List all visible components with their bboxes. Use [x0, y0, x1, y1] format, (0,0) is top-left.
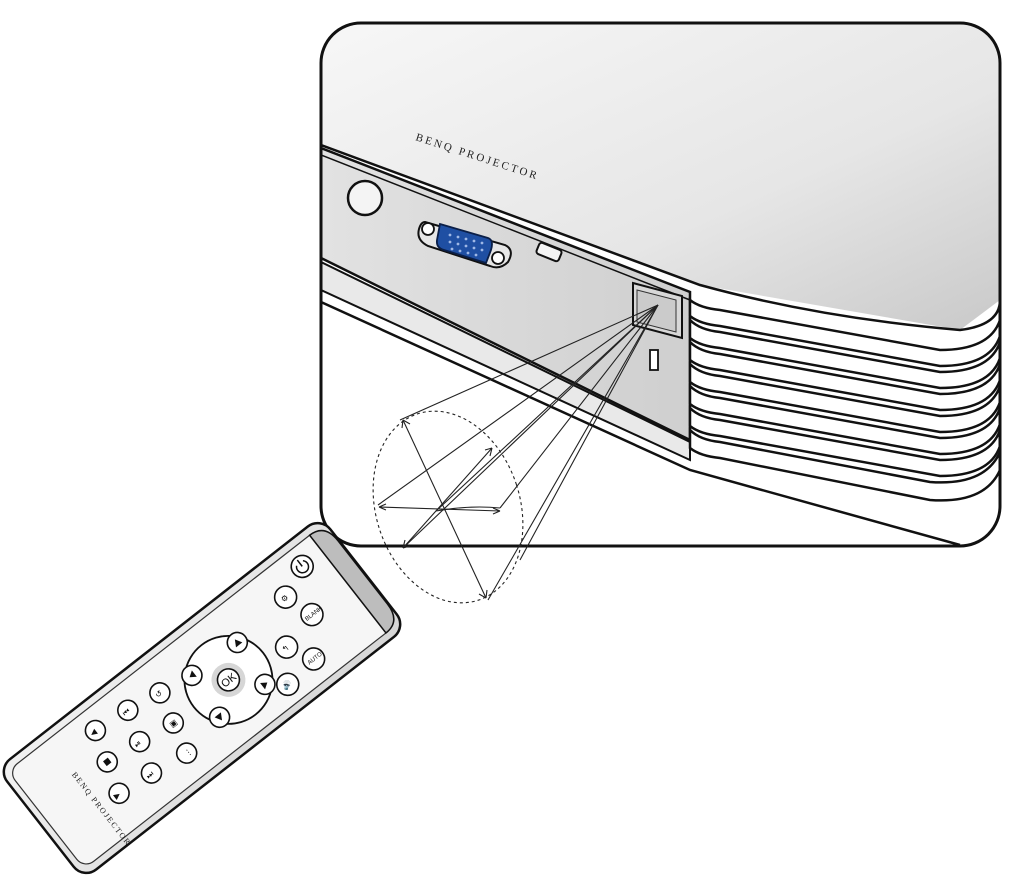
source-button[interactable]: ⚙	[270, 582, 301, 613]
reception-range-ellipse	[372, 410, 524, 604]
projector-top-edge	[321, 143, 1000, 332]
svg-text:↺: ↺	[153, 688, 164, 699]
svg-text:⏮: ⏮	[121, 706, 132, 718]
projector-closeup: BENQ PROJECTOR	[319, 21, 1002, 548]
power-button[interactable]	[287, 551, 318, 582]
nav-left-button[interactable]	[178, 661, 206, 689]
nav-down-button[interactable]	[206, 703, 234, 731]
vent-fins	[688, 297, 1000, 502]
navigation-pad[interactable]: OK	[167, 618, 291, 742]
previous-button[interactable]: ⏮	[114, 696, 142, 724]
stop-button[interactable]	[93, 748, 121, 776]
vga-port-connector	[435, 222, 493, 265]
projector-base-edge	[321, 300, 961, 546]
svg-text:⏯: ⏯	[132, 738, 143, 749]
ok-button[interactable]: OK	[213, 664, 244, 695]
svg-text:⏭: ⏭	[144, 769, 155, 781]
svg-text:▣: ▣	[168, 718, 180, 730]
info-button[interactable]: ▣	[159, 709, 187, 737]
fast-forward-button[interactable]: ▶	[105, 779, 133, 807]
options-button[interactable]: ⋮	[173, 739, 201, 767]
blank-button[interactable]: BLANK	[297, 599, 328, 630]
angle-arrows	[378, 419, 501, 599]
play-pause-button[interactable]: ⏯	[126, 728, 154, 756]
svg-text:🔊: 🔊	[280, 678, 294, 692]
rewind-button[interactable]: ◀	[81, 716, 109, 744]
nav-right-button[interactable]	[251, 670, 279, 698]
volume-up-button[interactable]: 🔊	[272, 669, 303, 700]
ir-signal-cone	[372, 304, 659, 604]
front-panel-edge	[321, 154, 691, 301]
menu-back-button[interactable]: ↰	[271, 632, 302, 663]
svg-text:⚙: ⚙	[279, 593, 290, 605]
nav-up-button[interactable]	[223, 628, 251, 656]
return-button[interactable]: ↺	[146, 679, 174, 707]
usb-port	[535, 241, 563, 263]
auto-button[interactable]: AUTO	[298, 644, 329, 675]
ir-receiver	[632, 281, 683, 371]
round-lens-button	[346, 179, 384, 217]
svg-text:⋮: ⋮	[183, 746, 195, 758]
svg-text:▶: ▶	[112, 789, 123, 800]
projector-top-surface	[321, 23, 1000, 330]
svg-text:↰: ↰	[280, 643, 291, 654]
svg-text:◀: ◀	[88, 727, 99, 738]
lock-slot	[649, 349, 659, 371]
remote-control: BENQ PROJECTOR ⚙ BLANK ↰ AUTO 🔊	[2, 521, 402, 875]
remote-ir-emitter	[308, 529, 395, 635]
next-button[interactable]: ⏭	[137, 759, 165, 787]
vga-port	[417, 220, 512, 269]
closeup-frame-border	[319, 21, 1002, 548]
